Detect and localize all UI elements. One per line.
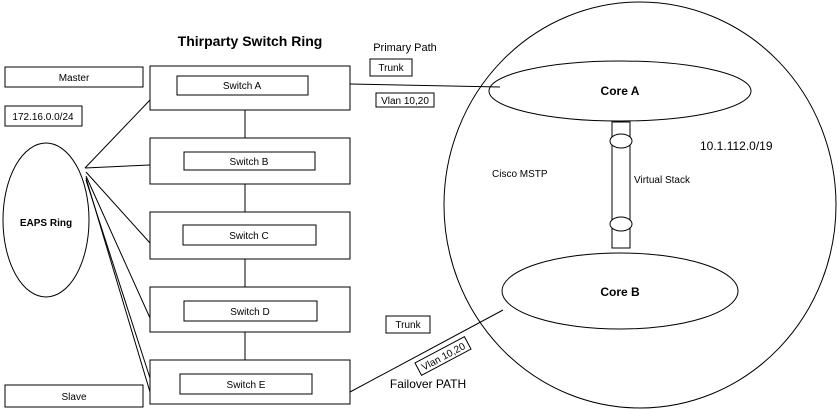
virtual-stack-label: Virtual Stack (634, 175, 691, 186)
eaps-link-switch-a (84, 99, 151, 169)
eaps-links (84, 99, 151, 393)
trunk-top-box (369, 58, 413, 77)
master-box (4, 66, 144, 88)
core-b-node (501, 252, 739, 330)
eaps-link-switch-e-2 (85, 179, 151, 379)
slave-box (4, 384, 144, 408)
core-network-circle (443, 1, 837, 409)
eaps-ring (2, 142, 90, 298)
switch-d-inner (183, 300, 318, 322)
vlan-top-box (375, 92, 435, 108)
switch-b: Switch B (149, 137, 351, 185)
failover-path-link (349, 309, 504, 393)
switch-b-label: Switch B (230, 157, 269, 168)
failover-path-label: Failover PATH (390, 377, 466, 391)
eaps-link-switch-b (84, 164, 151, 169)
switch-b-inner (183, 151, 316, 171)
eaps-ring-label: EAPS Ring (20, 218, 72, 229)
switch-e: Switch E (149, 359, 351, 405)
core-a-node (488, 60, 752, 122)
switch-c-inner (182, 224, 317, 246)
trunk-bottom-box (385, 315, 431, 334)
diagram-title: Thirparty Switch Ring (178, 33, 323, 49)
vlan-bottom-box (414, 335, 472, 377)
core-b-label: Core B (600, 285, 640, 299)
eaps-link-switch-d (85, 175, 151, 319)
cisco-mstp-label: Cisco MSTP (492, 169, 548, 180)
core-a-label: Core A (601, 84, 640, 98)
trunk-bottom-label: Trunk (395, 320, 421, 331)
switch-c-label: Switch C (229, 231, 268, 242)
switch-d: Switch D (149, 286, 351, 333)
trunk-top-label: Trunk (378, 63, 404, 74)
core-subnet-label: 10.1.112.0/19 (700, 139, 773, 153)
switch-d-label: Switch D (230, 307, 269, 318)
stack-port-top (609, 133, 633, 149)
stack-port-bottom (609, 216, 633, 232)
slave-label: Slave (61, 392, 86, 403)
switch-a: Switch A (149, 65, 351, 111)
switch-e-label: Switch E (227, 380, 266, 391)
eaps-subnet-box (4, 105, 83, 127)
eaps-subnet-label: 172.16.0.0/24 (12, 112, 74, 123)
switch-e-inner (179, 373, 313, 395)
primary-path-label: Primary Path (373, 42, 437, 54)
vlan-top-label: Vlan 10,20 (381, 96, 429, 107)
virtual-stack-link (611, 121, 631, 249)
primary-path-link (349, 83, 501, 88)
switch-a-label: Switch A (223, 81, 262, 92)
switch-c: Switch C (149, 211, 351, 260)
eaps-link-switch-c (85, 171, 151, 244)
master-label: Master (59, 73, 90, 84)
switch-a-inner (176, 75, 309, 96)
